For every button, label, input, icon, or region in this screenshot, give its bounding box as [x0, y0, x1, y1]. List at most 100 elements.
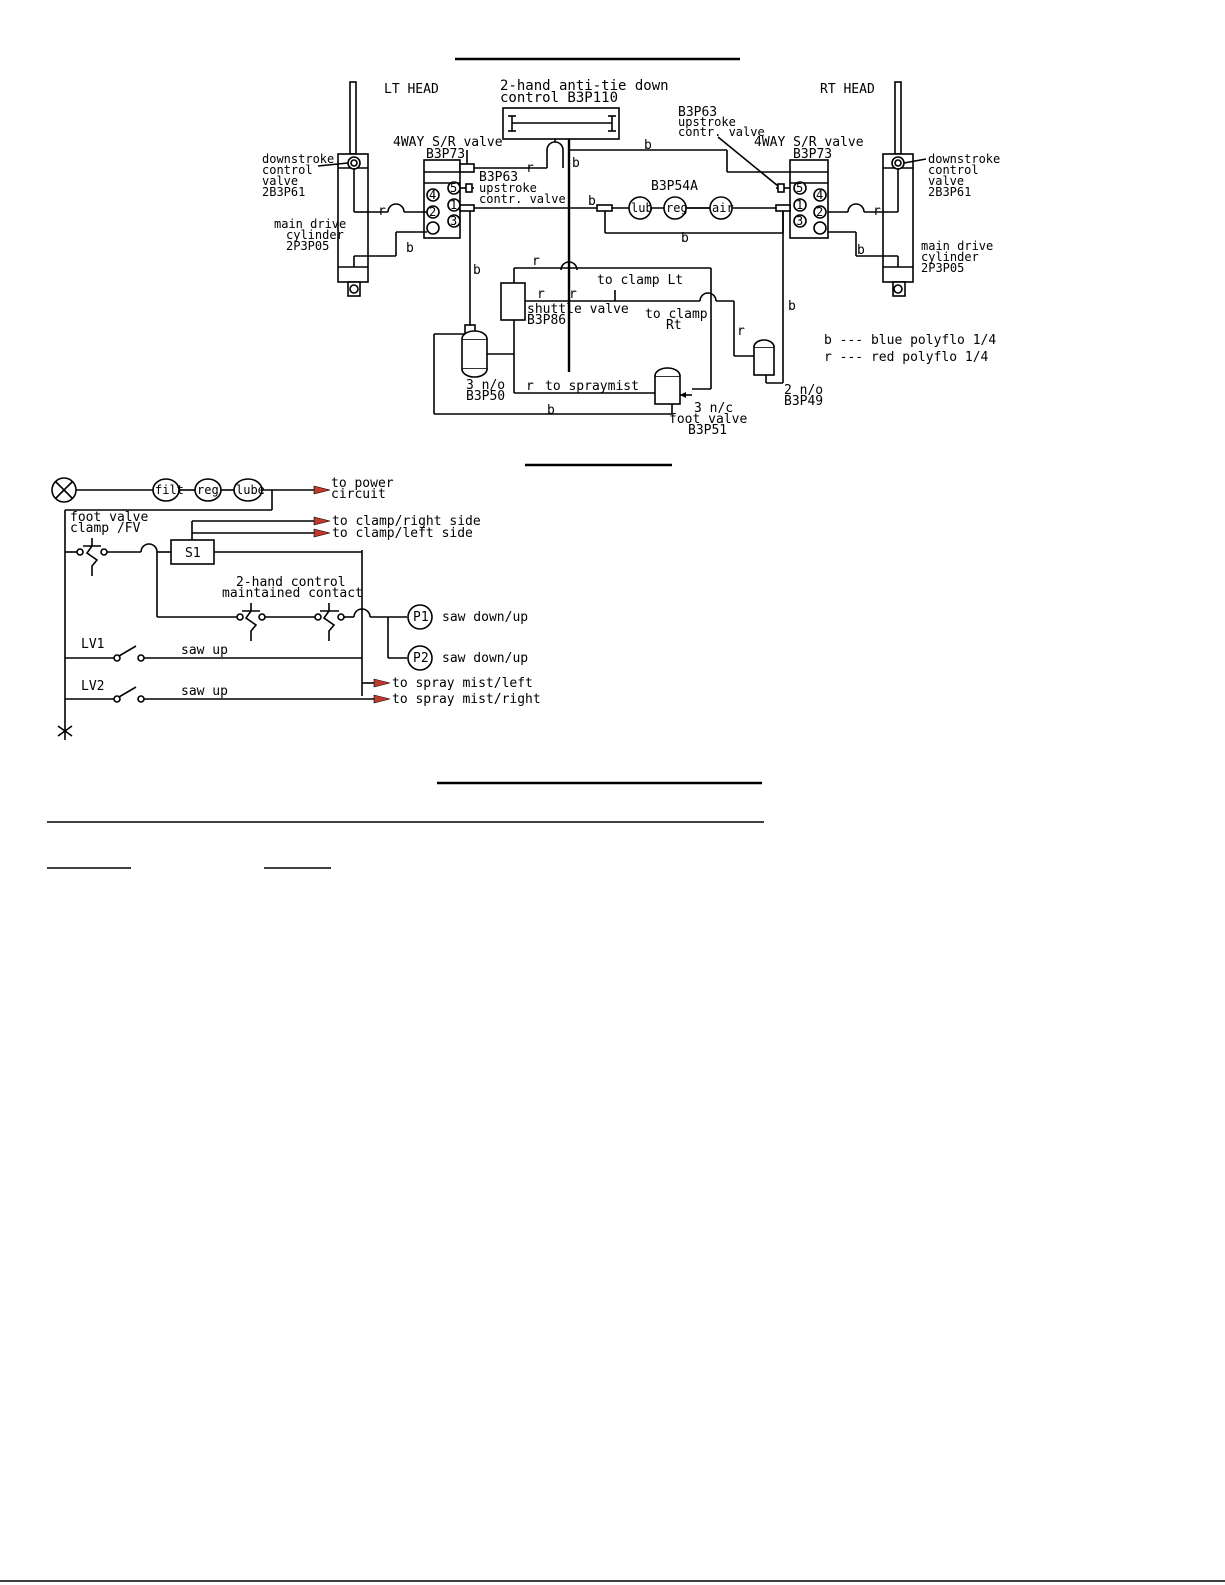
p2-label: P2 — [413, 651, 429, 666]
tag-b-7: b — [473, 263, 481, 278]
s1-relay-box — [170, 539, 215, 565]
upstroke-left-1: B3P63 — [479, 170, 518, 185]
valve-3no-2: B3P50 — [466, 389, 505, 404]
lv1-label: LV1 — [81, 637, 104, 652]
valve-3no — [461, 330, 488, 378]
foot-valve-3: B3P51 — [688, 423, 727, 438]
p1-coil — [407, 604, 433, 630]
tag-b-9: b — [547, 403, 555, 418]
p2-coil — [407, 645, 433, 671]
tag-b-5: b — [681, 231, 689, 246]
valve-right-code: B3P73 — [793, 147, 832, 162]
port-right-2: 2 — [816, 205, 823, 219]
to-clamp-left: to clamp/left side — [332, 526, 473, 541]
upstroke-left-2: upstroke — [479, 181, 537, 195]
to-spray-right: to spray mist/right — [392, 692, 541, 707]
two-hand-switch-2 — [314, 603, 345, 641]
valve-left-title: 4WAY S/R valve — [393, 135, 503, 150]
downstroke-right-2: control — [928, 163, 979, 177]
lv2-switch — [113, 686, 145, 703]
lt-head-label: LT HEAD — [384, 82, 439, 97]
foot-valve-2: foot valve — [669, 412, 747, 427]
valve-left-code: B3P73 — [426, 147, 465, 162]
left-upstroke-valve — [460, 183, 474, 193]
arrow-spray-right — [373, 694, 391, 704]
legend-blue: b --- blue polyflo 1/4 — [824, 333, 996, 348]
electrical-diagram: filt reg lube to power circuit foot valv… — [51, 476, 541, 740]
main-drive-left-1: main drive — [274, 217, 346, 231]
port-left-3: 3 — [450, 214, 457, 228]
upstroke-right-2: upstroke — [678, 115, 736, 129]
tag-r-7: r — [737, 324, 745, 339]
main-drive-left-2: cylinder — [286, 228, 344, 242]
saw-up-1: saw up — [181, 643, 228, 658]
frl-lub: lub — [631, 201, 653, 215]
tag-b-6: b — [857, 243, 865, 258]
right-4way-valve — [789, 159, 829, 239]
tag-b-4: b — [588, 194, 596, 209]
to-clamp-rt-1: to clamp — [645, 307, 708, 322]
port-right-3: 3 — [796, 214, 803, 228]
legend-red: r --- red polyflo 1/4 — [824, 350, 989, 365]
main-drive-left-3: 2P3P05 — [286, 239, 329, 253]
frl-filt: filt — [155, 483, 184, 497]
frl-air: air — [712, 201, 734, 215]
port-right-1: 1 — [796, 198, 803, 212]
downstroke-right-4: 2B3P61 — [928, 185, 971, 199]
pneumatic-tubing — [353, 139, 899, 415]
frl-reg: reg — [666, 201, 688, 215]
main-drive-right-3: 2P3P05 — [921, 261, 964, 275]
frl-title: B3P54A — [651, 179, 698, 194]
foot-valve-3nc — [654, 367, 692, 405]
tag-r-6: r — [569, 287, 577, 302]
to-clamp-lt: to clamp Lt — [597, 273, 683, 288]
pneumatic-diagram: LT HEAD RT HEAD 2-hand anti-tie down con… — [262, 78, 1000, 438]
p1-desc: saw down/up — [442, 610, 528, 625]
foot-valve-1: 3 n/c — [694, 401, 733, 416]
tag-r-8: r — [526, 379, 534, 394]
port-left-4: 4 — [429, 188, 436, 202]
downstroke-left-4: 2B3P61 — [262, 185, 305, 199]
tag-b-2: b — [644, 138, 652, 153]
main-drive-right-1: main drive — [921, 239, 993, 253]
valve-3no-1: 3 n/o — [466, 378, 505, 393]
two-hand-switch-1 — [236, 603, 266, 641]
s1-label: S1 — [185, 546, 201, 561]
port-left-5: 5 — [450, 181, 457, 195]
port-right-5: 5 — [796, 181, 803, 195]
tag-r-4: r — [532, 254, 540, 269]
saw-up-2: saw up — [181, 684, 228, 699]
lamp-icon — [51, 477, 77, 503]
arrow-spray-left — [373, 678, 391, 688]
p1-label: P1 — [413, 610, 429, 625]
tag-b-8: b — [788, 299, 796, 314]
port-left-1: 1 — [450, 198, 457, 212]
upstroke-left-3: contr. valve — [479, 192, 566, 206]
two-hand-control-block — [502, 107, 620, 140]
downstroke-left-1: downstroke — [262, 152, 334, 166]
to-power-2: circuit — [331, 487, 386, 502]
foot-valve-switch — [65, 538, 141, 576]
to-power-1: to power — [331, 476, 394, 491]
two-hand-e-1: 2-hand control — [236, 575, 346, 590]
arrow-power — [313, 485, 331, 495]
port-left-2: 2 — [429, 205, 436, 219]
two-hand-e-2: maintained contact — [222, 586, 363, 601]
left-main-drive-cylinder — [337, 81, 369, 297]
shuttle-valve — [500, 282, 526, 321]
downstroke-left-2: control — [262, 163, 313, 177]
two-hand-title-line2: control B3P110 — [500, 90, 618, 106]
downstroke-right-3: valve — [928, 174, 964, 188]
tag-r-1: r — [526, 161, 534, 176]
upstroke-right-3: contr. valve — [678, 125, 765, 139]
lv1-switch — [113, 645, 145, 662]
tag-r-2: r — [378, 204, 386, 219]
tag-r-3: r — [873, 204, 881, 219]
p2-desc: saw down/up — [442, 651, 528, 666]
valve-2no-2: B3P49 — [784, 394, 823, 409]
to-spraymist: to spraymist — [545, 379, 639, 394]
tag-r-5: r — [537, 287, 545, 302]
two-hand-title-line1: 2-hand anti-tie down — [500, 78, 669, 94]
frl-lube: lube — [236, 483, 265, 497]
